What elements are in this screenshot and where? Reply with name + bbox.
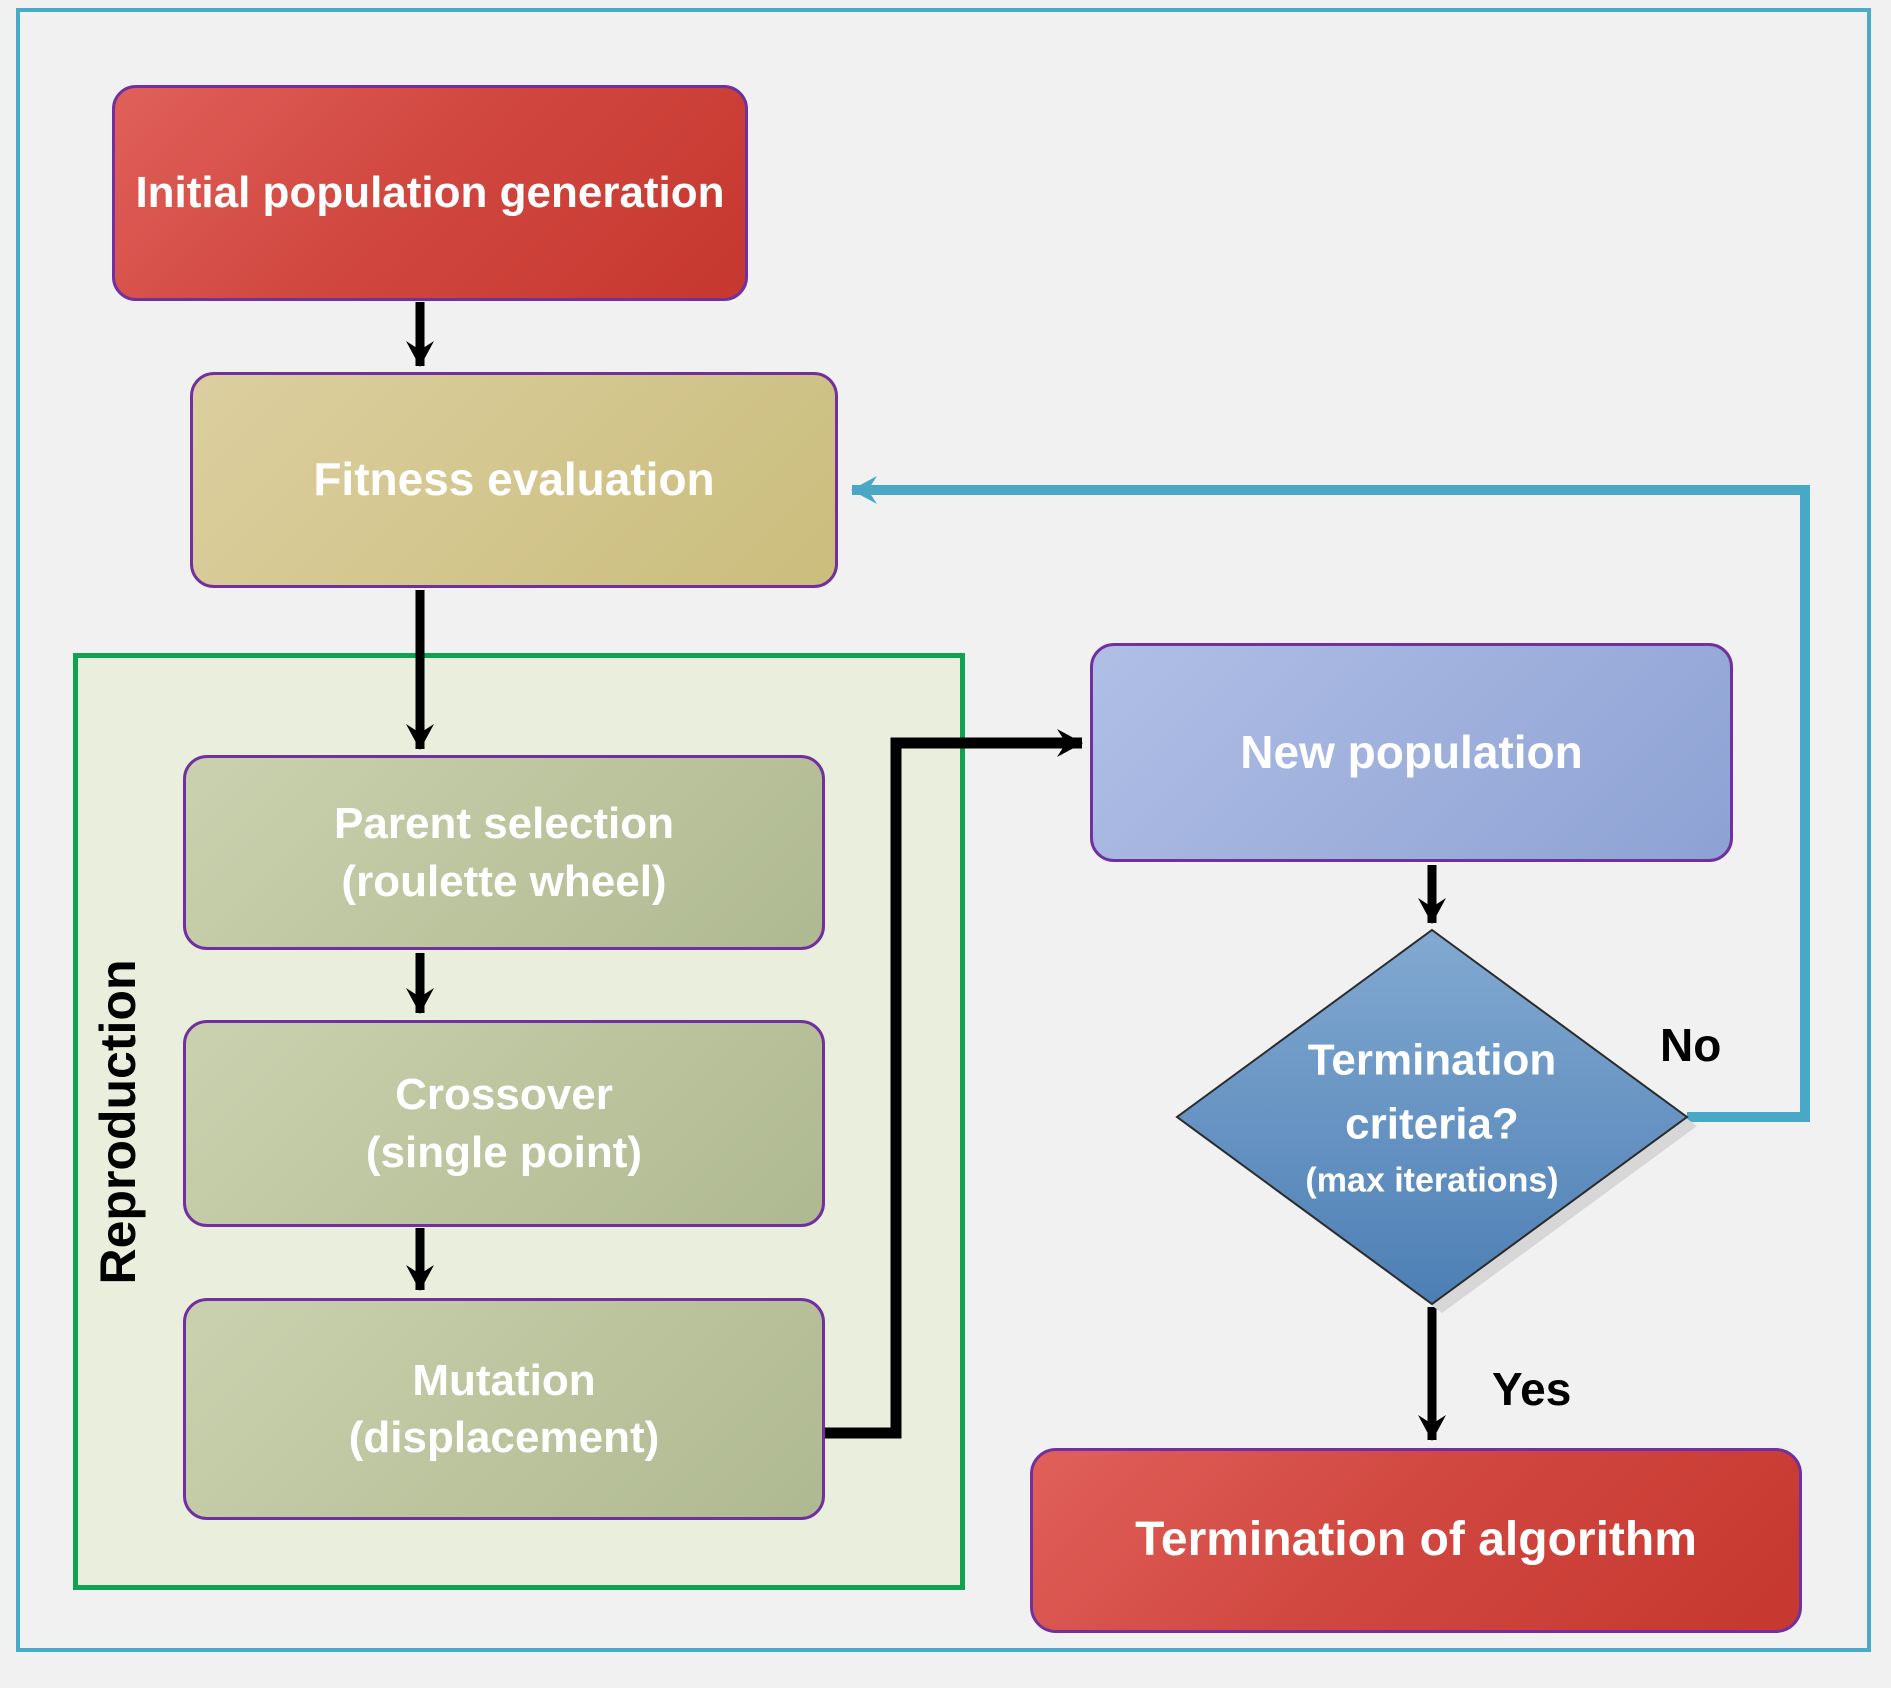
- node-label-line2: (displacement): [348, 1413, 660, 1462]
- decision-diamond: [1175, 928, 1689, 1306]
- node-crossover: Crossover (single point): [183, 1020, 825, 1227]
- page-border-frame: [16, 8, 1871, 1652]
- decision-diamond-label: Termination criteria? (max iterations): [1217, 1029, 1647, 1206]
- node-label-line1: Mutation: [412, 1355, 596, 1405]
- node-label: Initial population generation: [135, 168, 725, 218]
- node-fitness-evaluation: Fitness evaluation: [190, 372, 838, 588]
- node-label-line1: Crossover: [395, 1070, 613, 1120]
- edge-label-yes: Yes: [1492, 1363, 1572, 1415]
- node-parent-selection: Parent selection (roulette wheel): [183, 755, 825, 950]
- node-label: New population: [1240, 725, 1583, 778]
- decision-label-line3: (max iterations): [1305, 1161, 1559, 1200]
- decision-label-line1: Termination: [1307, 1035, 1557, 1085]
- decision-label-line2: criteria?: [1345, 1099, 1519, 1149]
- edge-no-loop: [851, 476, 1810, 1122]
- node-initial-population: Initial population generation: [112, 85, 748, 301]
- node-label-line2: (roulette wheel): [341, 856, 667, 906]
- edge-label-no: No: [1660, 1019, 1722, 1071]
- node-label: Fitness evaluation: [313, 453, 715, 506]
- node-label: Termination of algorithm: [1135, 1513, 1697, 1567]
- node-label-line2: (single point): [365, 1127, 643, 1177]
- edge-mutation-to-newpopulation: [825, 729, 1083, 1439]
- node-mutation: Mutation (displacement): [183, 1298, 825, 1520]
- node-termination-of-algorithm: Termination of algorithm: [1030, 1448, 1802, 1633]
- node-new-population: New population: [1090, 643, 1733, 862]
- node-label-line1: Parent selection: [334, 799, 674, 849]
